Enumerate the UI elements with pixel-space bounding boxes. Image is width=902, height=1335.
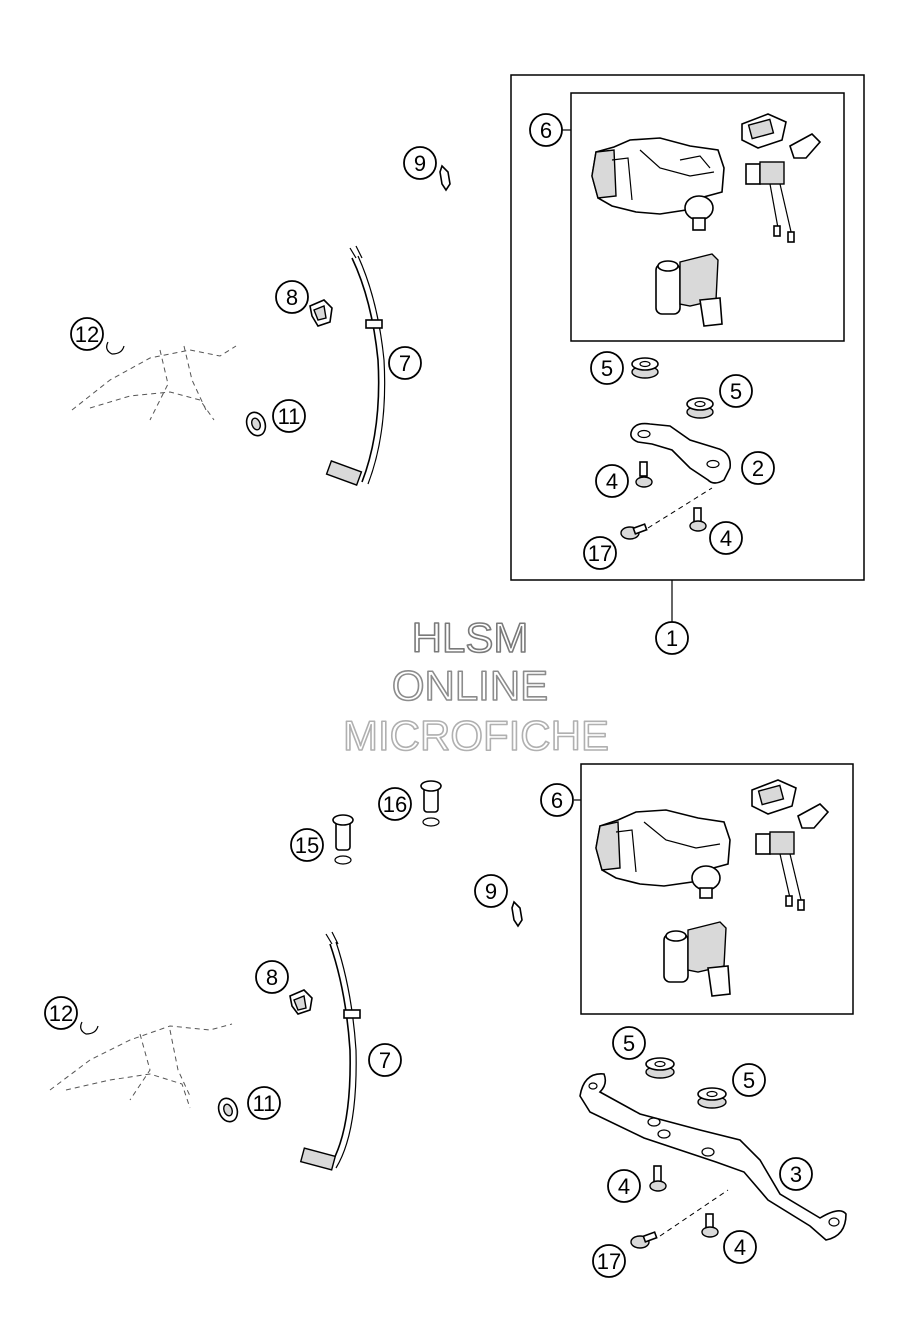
screw-4b-drawing-bottom [701,1213,719,1238]
kit-1-frame [510,74,865,581]
svg-text:9: 9 [485,879,497,904]
part-9-drawing-bottom [511,900,523,928]
callout-4a-bottom[interactable]: 4 [607,1169,641,1203]
clamp-12-drawing [106,341,125,355]
part-16-drawing [420,780,442,827]
callout-12-top[interactable]: 12 [70,317,104,351]
svg-text:9: 9 [414,151,426,176]
part-11-drawing [245,411,267,437]
svg-text:7: 7 [379,1048,391,1073]
damper-5a-drawing-bottom [645,1057,675,1079]
callout-4b-top[interactable]: 4 [709,521,743,555]
svg-text:17: 17 [597,1249,621,1274]
connector-drawing [745,161,795,243]
svg-text:3: 3 [790,1162,802,1187]
ghost-frame-bottom [49,1023,233,1109]
callout-12-bottom[interactable]: 12 [44,996,78,1030]
svg-text:12: 12 [49,1001,73,1026]
callout-8-bottom[interactable]: 8 [255,960,289,994]
svg-text:7: 7 [399,351,411,376]
holder-2-drawing [630,422,732,484]
switch-set-6-frame-bottom [580,763,854,1015]
svg-text:17: 17 [588,541,612,566]
svg-text:5: 5 [623,1031,635,1056]
watermark-line-2: ONLINE [392,662,548,709]
svg-text:4: 4 [618,1174,630,1199]
callout-2-top[interactable]: 2 [741,451,775,485]
callout-6-top[interactable]: 6 [529,113,563,147]
callout-4b-bottom[interactable]: 4 [723,1230,757,1264]
svg-text:6: 6 [551,788,563,813]
callout-6-bottom[interactable]: 6 [540,783,574,817]
damper-5b-drawing [686,397,714,419]
damper-5b-drawing-bottom [697,1087,727,1109]
callout-16[interactable]: 16 [378,787,412,821]
holder-3-drawing [579,1073,847,1241]
screw-17-drawing-bottom [630,1231,658,1249]
part-11-drawing-bottom [217,1097,239,1123]
callout-9-top[interactable]: 9 [403,146,437,180]
svg-text:16: 16 [383,792,407,817]
callout-7-top[interactable]: 7 [388,346,422,380]
callout-11-top[interactable]: 11 [272,399,306,433]
part-15-drawing [332,814,354,865]
svg-text:11: 11 [278,404,301,429]
callout-5a-bottom[interactable]: 5 [612,1026,646,1060]
display-unit-drawing-bottom [751,779,830,829]
svg-text:15: 15 [295,833,319,858]
callout-17-bottom[interactable]: 17 [592,1244,626,1278]
svg-text:5: 5 [730,379,742,404]
top-assembly [71,74,865,622]
screw-4b-drawing [689,507,707,532]
display-unit-drawing [741,113,822,159]
callout-9-bottom[interactable]: 9 [474,874,508,908]
svg-text:1: 1 [666,626,678,651]
svg-text:11: 11 [253,1091,276,1116]
callout-5a-top[interactable]: 5 [590,351,624,385]
svg-text:5: 5 [743,1068,755,1093]
clamp-12-drawing-bottom [80,1021,99,1035]
switch-housing-drawing-bottom [595,809,731,899]
cable-7-drawing-bottom [299,931,361,1171]
svg-text:2: 2 [752,456,764,481]
part-8-drawing-bottom [289,989,313,1015]
callout-1[interactable]: 1 [655,621,689,655]
svg-text:8: 8 [266,965,278,990]
watermark-line-3: MICROFICHE [343,712,609,759]
callout-7-bottom[interactable]: 7 [368,1043,402,1077]
svg-text:8: 8 [286,285,298,310]
cable-7-drawing [325,245,386,486]
callout-17-top[interactable]: 17 [583,536,617,570]
svg-text:6: 6 [540,118,552,143]
svg-text:4: 4 [734,1235,746,1260]
damper-5a-drawing [631,357,659,379]
screw-4a-drawing [635,461,653,488]
watermark: HLSM ONLINE MICROFICHE [342,613,610,760]
callout-5b-bottom[interactable]: 5 [732,1063,766,1097]
svg-text:5: 5 [601,356,613,381]
ghost-frame-top [71,345,237,421]
connector-drawing-bottom [755,831,805,911]
svg-text:12: 12 [75,322,99,347]
svg-text:4: 4 [606,469,618,494]
screw-4a-drawing-bottom [649,1165,667,1192]
callout-15[interactable]: 15 [290,828,324,862]
callout-4a-top[interactable]: 4 [595,464,629,498]
kill-switch-drawing-bottom [663,921,731,997]
svg-text:4: 4 [720,526,732,551]
callout-8-top[interactable]: 8 [275,280,309,314]
part-8-drawing [309,299,333,327]
kill-switch-drawing [655,253,723,327]
screw-17-drawing [620,523,648,540]
switch-set-6-frame [570,92,845,342]
switch-housing-drawing [591,137,725,231]
part-9-drawing [439,164,451,192]
watermark-line-1: HLSM [412,614,529,661]
callouts: 6 9 8 12 7 5 5 11 2 4 4 17 1 6 16 15 9 8… [44,113,813,1278]
callout-3[interactable]: 3 [779,1157,813,1191]
bottom-assembly [49,763,854,1249]
callout-11-bottom[interactable]: 11 [247,1086,281,1120]
callout-5b-top[interactable]: 5 [719,374,753,408]
